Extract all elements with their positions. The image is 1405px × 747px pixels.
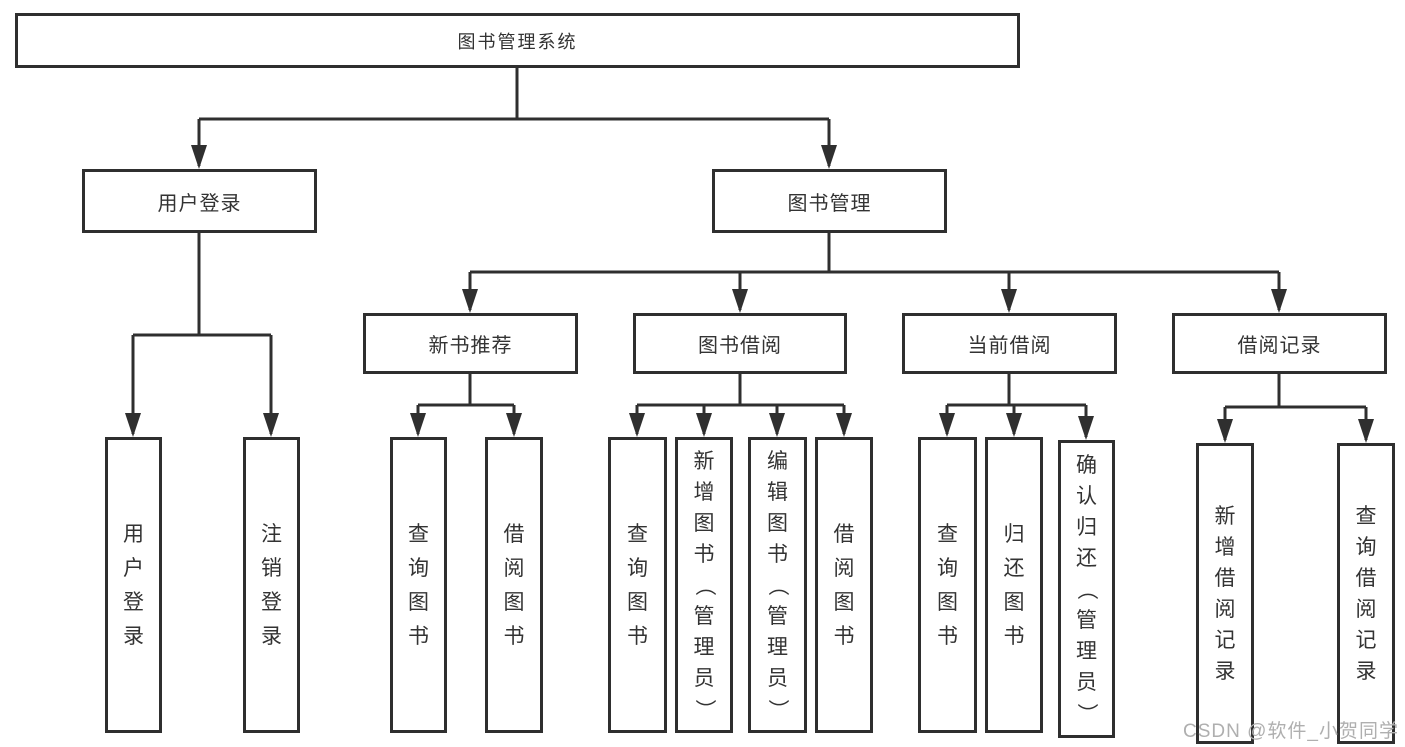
node-leaf-return-books: 归还图书 <box>985 437 1043 733</box>
connector-root-to-level2 <box>197 68 831 166</box>
watermark-csdn: CSDN @软件_小贺同学 <box>1183 721 1399 742</box>
node-library-management-system: 图书管理系统 <box>15 13 1020 68</box>
node-leaf-user-login: 用户登录 <box>105 437 162 733</box>
connector-records-to-leaves <box>1223 374 1368 440</box>
node-leaf-query-borrow-record: 查询借阅记录 <box>1337 443 1395 744</box>
node-user-login: 用户登录 <box>82 169 317 233</box>
node-leaf-borrow-books-2: 借阅图书 <box>815 437 873 733</box>
arrowheads <box>125 145 1374 443</box>
node-leaf-logout: 注销登录 <box>243 437 300 733</box>
node-current-borrowing: 当前借阅 <box>902 313 1117 374</box>
node-leaf-query-books-1: 查询图书 <box>390 437 447 733</box>
connector-new-book-to-leaves <box>416 374 516 434</box>
node-book-management: 图书管理 <box>712 169 947 233</box>
node-new-book-recommendation: 新书推荐 <box>363 313 578 374</box>
node-leaf-add-borrow-record: 新增借阅记录 <box>1196 443 1254 744</box>
node-book-borrowing: 图书借阅 <box>633 313 847 374</box>
node-leaf-add-book-admin: 新增图书（管理员） <box>675 437 733 733</box>
connector-book-borrow-to-leaves <box>635 374 846 434</box>
node-leaf-confirm-return-admin: 确认归还（管理员） <box>1058 440 1115 738</box>
connector-user-login-to-leaves <box>131 233 273 434</box>
node-borrowing-records: 借阅记录 <box>1172 313 1387 374</box>
node-leaf-query-books-2: 查询图书 <box>608 437 667 733</box>
connector-book-management-to-level3 <box>468 233 1281 310</box>
node-leaf-edit-book-admin: 编辑图书（管理员） <box>748 437 807 733</box>
node-leaf-query-books-3: 查询图书 <box>918 437 977 733</box>
node-leaf-borrow-books-1: 借阅图书 <box>485 437 543 733</box>
